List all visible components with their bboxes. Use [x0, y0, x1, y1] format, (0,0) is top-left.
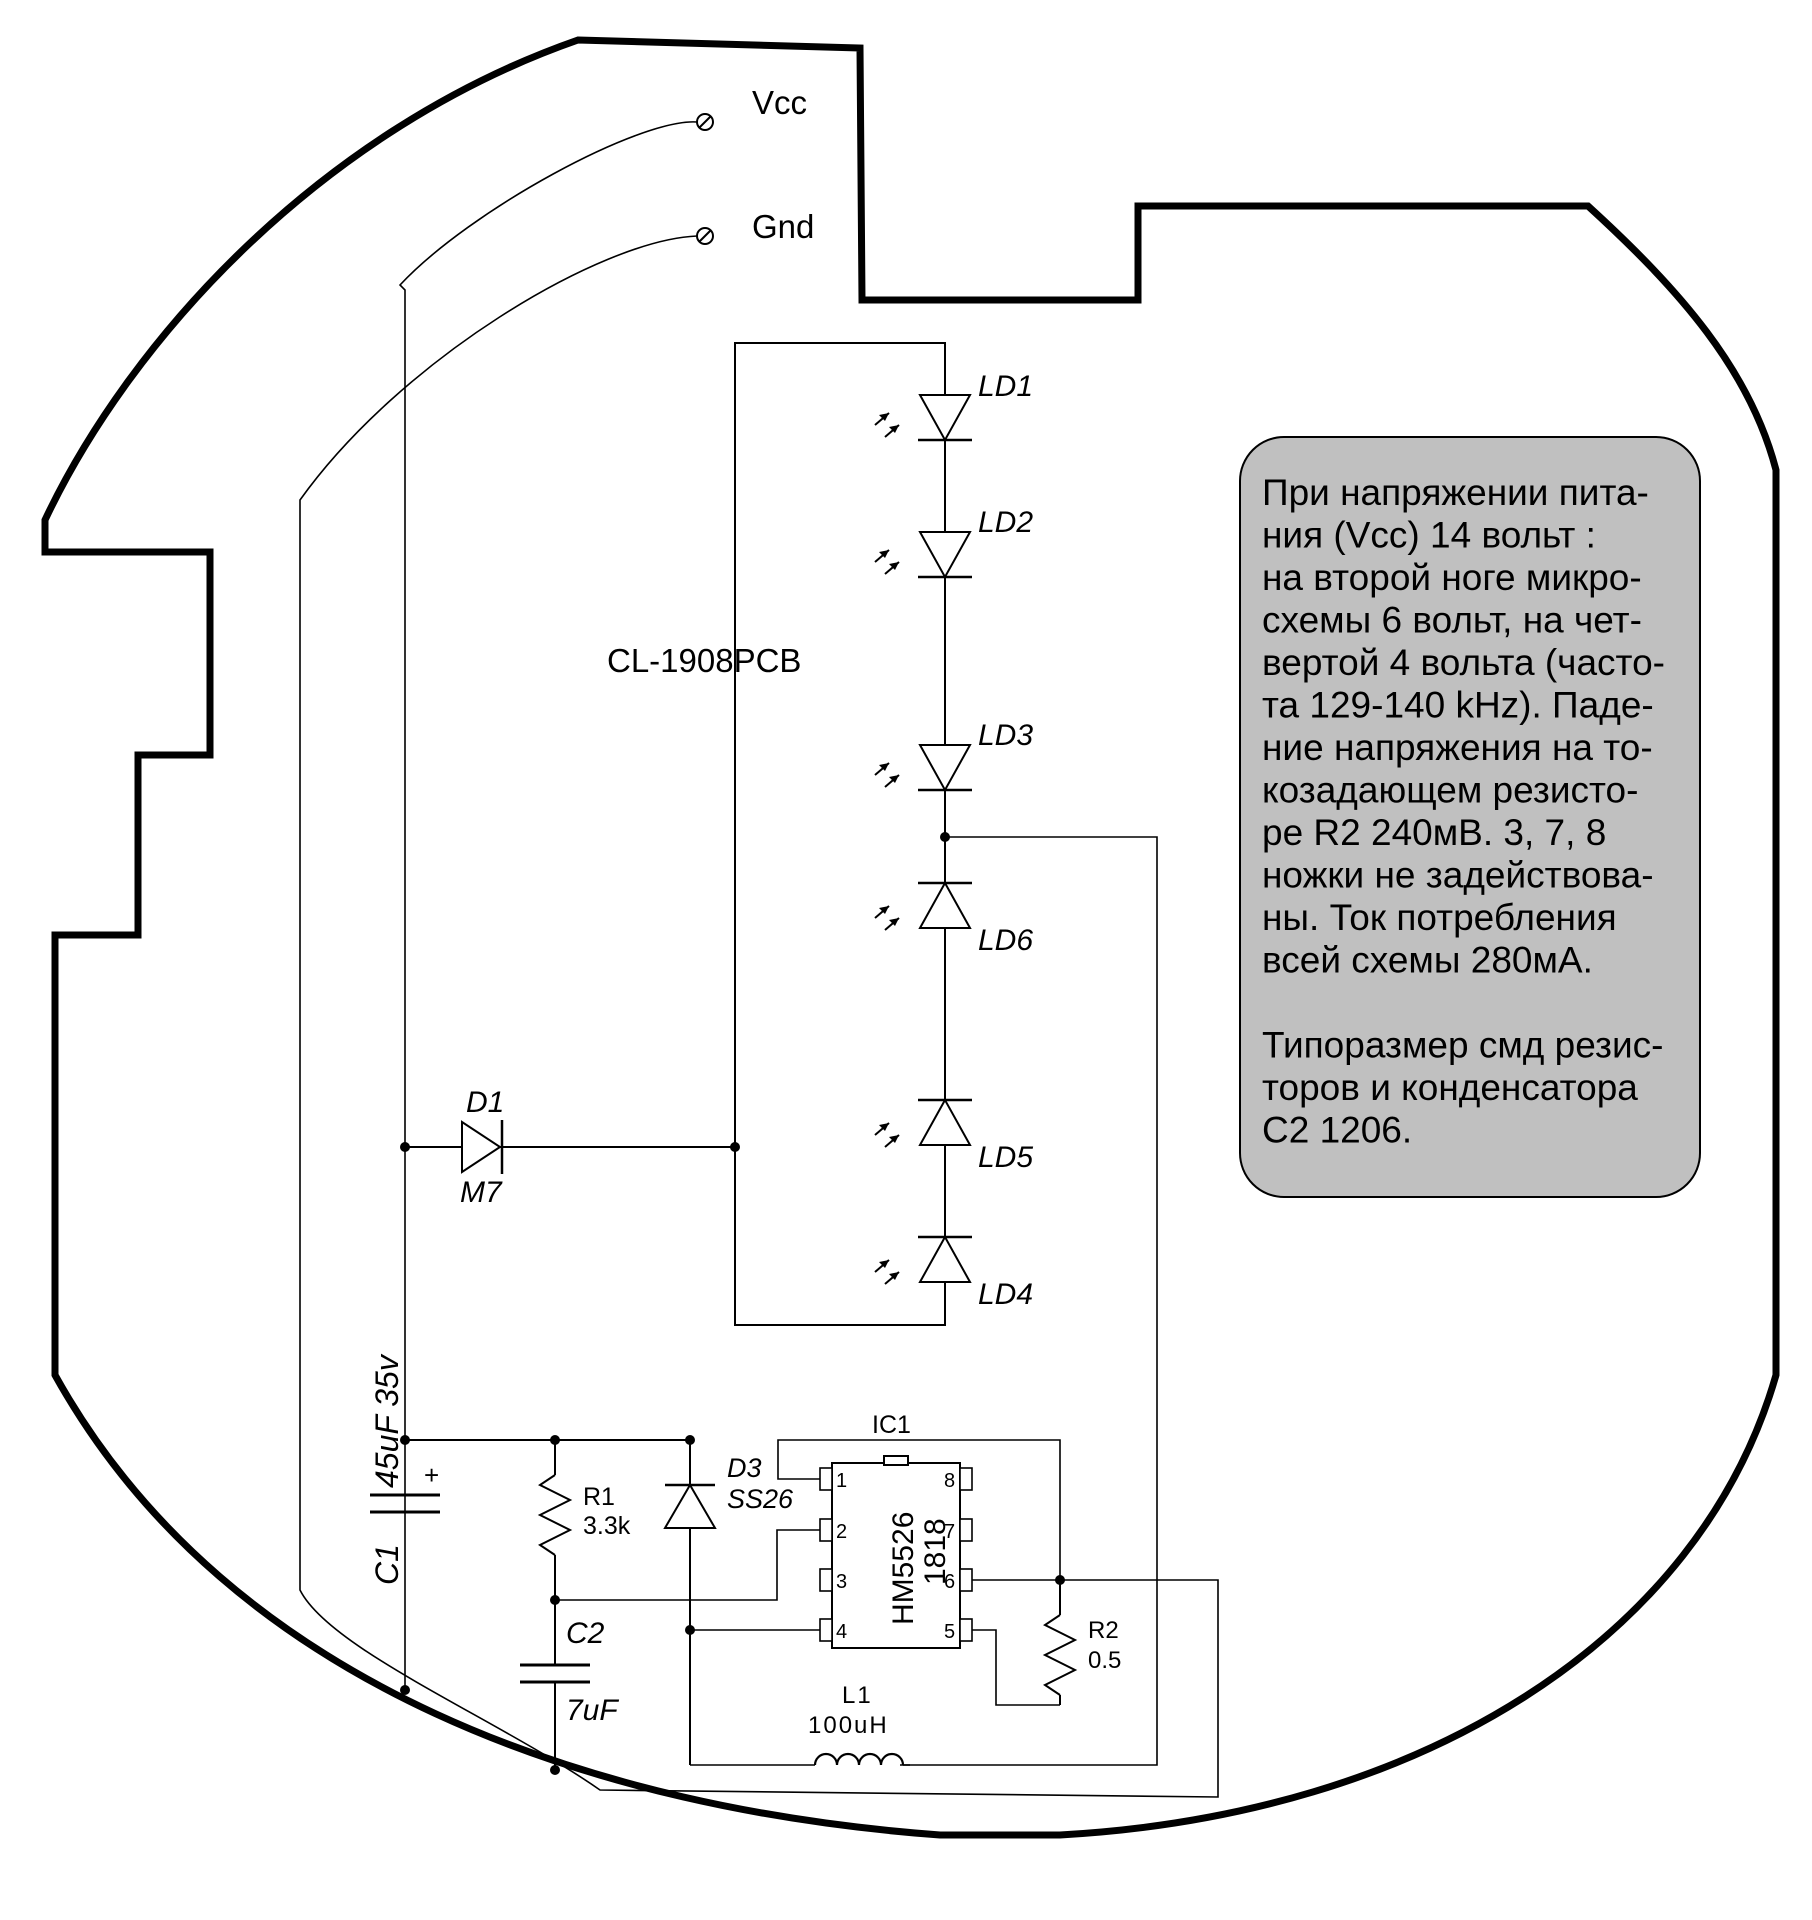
ic1-pin8 — [959, 1467, 973, 1491]
r1-value: 3.3k — [583, 1512, 631, 1540]
c2-value: 7uF — [566, 1694, 619, 1727]
gnd-label: Gnd — [752, 208, 814, 245]
note-line: ре R2 240мВ. 3, 7, 8 — [1262, 812, 1606, 853]
led-ld4 — [874, 1234, 972, 1285]
diode-d1 — [461, 1120, 504, 1174]
led-board-rect — [734, 342, 946, 1326]
ic1-pin5 — [959, 1618, 973, 1642]
note-line: на второй ноге микро- — [1262, 557, 1642, 598]
l1-ref: L1 — [842, 1682, 873, 1709]
ic1-pin1 — [819, 1467, 833, 1491]
ic1-pin2 — [819, 1518, 833, 1542]
c1-polarity: + — [424, 1460, 439, 1490]
c2-ref: C2 — [566, 1617, 605, 1650]
capacitor-c2 — [520, 1600, 590, 1770]
resistor-r1 — [537, 1440, 573, 1600]
d1-value: M7 — [460, 1176, 503, 1209]
diode-d3 — [663, 1440, 717, 1765]
c1-ref: C1 — [369, 1544, 405, 1585]
ld1-label: LD1 — [978, 370, 1033, 403]
ic1-pin6-num: 6 — [944, 1571, 955, 1593]
ic1-code: 1818 — [919, 1518, 952, 1585]
junction-board-d1 — [730, 1142, 740, 1152]
ld-tap-wire — [900, 836, 1158, 1766]
ic1-pin5-num: 5 — [944, 1621, 955, 1643]
ic1-pin3-num: 3 — [836, 1571, 847, 1593]
ld2-label: LD2 — [978, 506, 1033, 539]
r1-ref: R1 — [583, 1483, 615, 1511]
junction-left-d1 — [400, 1142, 410, 1152]
note-line: ние напряжения на то- — [1262, 727, 1653, 768]
ic1-pin4-num: 4 — [836, 1621, 847, 1643]
pin5-wire — [972, 1629, 1060, 1706]
capacitor-c1 — [370, 1493, 440, 1514]
resistor-r2 — [1042, 1580, 1078, 1705]
ic1-pin3 — [819, 1568, 833, 1592]
note-line: При напряжении пита- — [1262, 472, 1649, 513]
led-ld1 — [874, 394, 972, 443]
r2-ref: R2 — [1088, 1617, 1119, 1644]
ic1-body — [831, 1462, 961, 1649]
note-line: вертой 4 вольта (часто- — [1262, 642, 1665, 683]
ld4-label: LD4 — [978, 1278, 1033, 1311]
ic1-notch — [883, 1455, 909, 1466]
vcc-wire — [398, 121, 698, 1690]
note-line: козадающем резисто- — [1262, 770, 1638, 811]
c1-value: 45uF 35v — [369, 1353, 405, 1488]
note-text: При напряжении пита-ния (Vcc) 14 вольт :… — [1262, 472, 1665, 1151]
led-ld3 — [874, 744, 972, 793]
d3-value: SS26 — [727, 1484, 794, 1514]
led-ld2 — [874, 531, 972, 580]
note-line: та 129-140 kHz). Паде- — [1262, 685, 1654, 726]
ic1-pin1-num: 1 — [836, 1470, 847, 1492]
vcc-label: Vcc — [752, 84, 807, 121]
ic1-pin6 — [959, 1568, 973, 1592]
gnd-wire — [299, 235, 1219, 1798]
ic1-pin8-num: 8 — [944, 1470, 955, 1492]
pin2-wire — [555, 1529, 820, 1601]
ic1-ref: IC1 — [872, 1411, 911, 1439]
d1-ref: D1 — [466, 1086, 504, 1119]
vcc-terminal — [696, 113, 714, 131]
junction-c1-bottom — [400, 1685, 410, 1695]
note-box — [1239, 436, 1701, 1198]
note-line: ны. Ток потребления — [1262, 897, 1617, 938]
r2-value: 0.5 — [1088, 1647, 1121, 1674]
ic1-part: HM5526 — [887, 1512, 920, 1625]
board-label: CL-1908PCB — [607, 642, 801, 679]
d3-ref: D3 — [727, 1453, 762, 1483]
ic1-pin7-num: 7 — [944, 1521, 955, 1543]
pin1-wire — [777, 1439, 1061, 1580]
l1-value: 100uH — [808, 1712, 889, 1739]
note-line: Типоразмер смд резис- — [1262, 1025, 1663, 1066]
ic1-pin7 — [959, 1518, 973, 1542]
junction-c1-top — [400, 1435, 410, 1445]
ld3-label: LD3 — [978, 719, 1033, 752]
note-line: схемы 6 вольт, на чет- — [1262, 600, 1642, 641]
board-outline — [41, 36, 1780, 1839]
ic1-pin4 — [819, 1618, 833, 1642]
ld5-label: LD5 — [978, 1141, 1033, 1174]
note-line: всей схемы 280мА. — [1262, 940, 1593, 981]
note-line: ния (Vcc) 14 вольт : — [1262, 515, 1596, 556]
note-line: С2 1206. — [1262, 1110, 1412, 1151]
led-ld5 — [874, 1097, 972, 1148]
note-line: ножки не задействова- — [1262, 855, 1654, 896]
gnd-terminal — [696, 227, 714, 245]
led-ld6 — [874, 880, 972, 931]
inductor-l1 — [813, 1752, 905, 1766]
note-line: торов и конденсатора — [1262, 1067, 1638, 1108]
junction-c2-bottom — [550, 1765, 560, 1775]
ld6-label: LD6 — [978, 924, 1033, 957]
ic1-pin2-num: 2 — [836, 1521, 847, 1543]
